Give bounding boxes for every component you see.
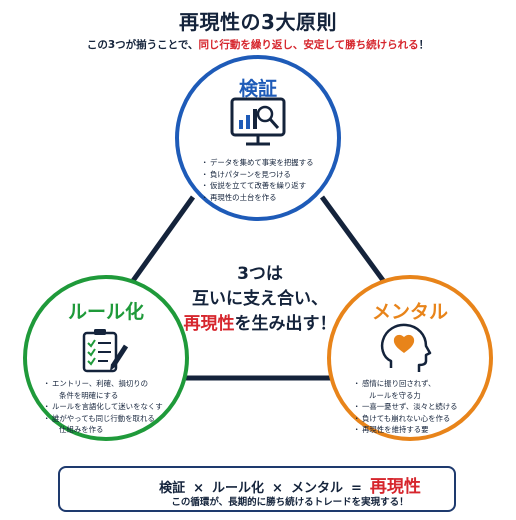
monitor-magnifier-chart-icon <box>230 97 286 146</box>
list-item: ルールを言語化して迷いをなくす <box>43 401 163 413</box>
center-line-1: 3つは <box>237 264 283 284</box>
banner-times-1: × <box>193 481 205 496</box>
checklist-pencil-icon <box>82 329 129 373</box>
rules-title: ルール化 <box>67 301 144 323</box>
verification-bullets: データを集めて事実を把握する 負けパターンを見つける 仮説を立てて改善を繰り返す… <box>201 157 313 204</box>
list-item: 再現性を維持する要 <box>353 424 458 436</box>
mental-title: メンタル <box>371 301 448 323</box>
summary-banner: 検証 × ルール化 × メンタル = 再現性 この循環が、長期的に勝ち続けるトレードを実現す… <box>58 466 456 512</box>
head-heart-icon <box>380 323 432 372</box>
banner-term-rules: ルール化 <box>212 481 265 496</box>
subtitle-part2: ！ <box>418 39 430 51</box>
banner-equals: = <box>350 481 362 496</box>
list-item: 仮説を立てて改善を繰り返す <box>201 180 313 192</box>
list-item: 再現性の土台を作る <box>201 192 313 204</box>
banner-term-mental: メンタル <box>290 481 343 496</box>
verification-title: 検証 <box>238 78 277 100</box>
center-highlight: 再現性 <box>183 314 235 334</box>
center-line-2: 互いに支え合い、 <box>192 289 328 309</box>
banner-term-verification: 検証 <box>159 481 186 496</box>
list-item: ルールを守る力 <box>362 390 421 400</box>
mental-circle <box>327 275 493 441</box>
subtitle-part1: この3つが揃うことで、 <box>86 39 199 51</box>
mental-bullets: 感情に振り回されず、 ルールを守る力 一喜一憂せず、淡々と続ける 負けても崩れな… <box>353 378 458 436</box>
list-item: 負けても崩れない心を作る <box>353 413 458 425</box>
list-item: 感情に振り回されず、 <box>353 378 458 390</box>
banner-equation: 検証 × ルール化 × メンタル = 再現性 <box>130 472 450 497</box>
center-message: 3つは 互いに支え合い、 再現性を生み出す！ <box>160 262 360 337</box>
center-line-3-rest: を生み出す！ <box>234 314 337 334</box>
list-item: 仕組みを作る <box>52 425 104 434</box>
banner-result: 再現性 <box>369 477 421 497</box>
list-item: データを集めて事実を把握する <box>201 157 313 169</box>
list-item: エントリー、利確、損切りの <box>43 378 163 390</box>
subtitle-highlight: 同じ行動を繰り返し、安定して勝ち続けられる <box>198 39 419 51</box>
page-subtitle: この3つが揃うことで、同じ行動を繰り返し、安定して勝ち続けられる！ <box>0 37 516 52</box>
page-title: 再現性の3大原則 <box>179 10 337 34</box>
center-line-3: 再現性を生み出す！ <box>160 312 360 337</box>
list-item: 条件を明確にする <box>52 390 119 400</box>
banner-times-2: × <box>272 481 283 496</box>
rules-bullets: エントリー、利確、損切りの 条件を明確にする ルールを言語化して迷いをなくす 誰… <box>43 378 163 436</box>
list-item: 一喜一憂せず、淡々と続ける <box>353 401 458 413</box>
list-item: 負けパターンを見つける <box>201 169 313 181</box>
banner-caption: この循環が、長期的に勝ち続けるトレードを実現する！ <box>171 497 409 508</box>
list-item: 誰がやっても同じ行動を取れる <box>43 413 163 425</box>
